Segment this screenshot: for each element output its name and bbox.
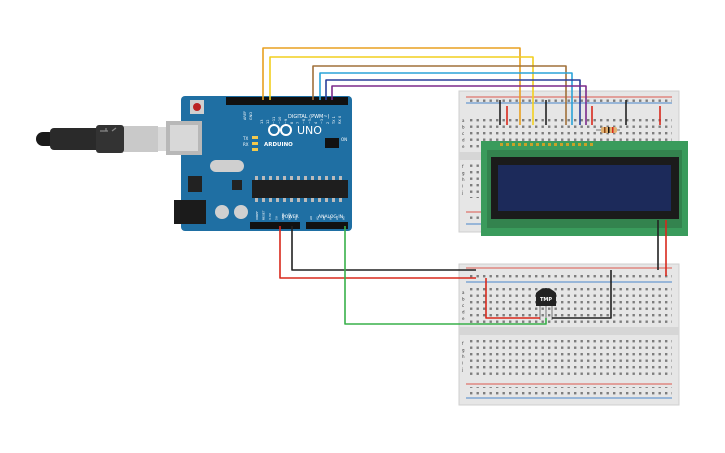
digital-pin-label: ~6 — [302, 119, 306, 124]
wire-lightblue[interactable] — [319, 72, 573, 125]
digital-pin-label: ~3 — [320, 119, 324, 124]
digital-pin-label: 13 — [260, 120, 264, 124]
power-pin-label: IOREF — [255, 211, 259, 220]
digital-header-label: DIGITAL (PWM~) — [288, 114, 330, 120]
wire-black-gnd[interactable] — [291, 226, 476, 271]
power-pin-label: 3.3V — [268, 212, 272, 220]
power-jack — [174, 200, 206, 224]
analog-pin-label: A0 — [309, 216, 313, 220]
row-label: h — [462, 177, 465, 182]
row-label: b — [462, 125, 465, 130]
capacitor — [234, 205, 248, 219]
crystal — [210, 160, 244, 172]
row-label: c — [462, 303, 464, 308]
on-label: ON — [341, 137, 347, 142]
digital-pin-label: 7 — [296, 122, 300, 124]
gnd-label: GND — [249, 112, 253, 120]
wires — [262, 47, 667, 325]
brand-label: ARDUINO — [264, 142, 293, 148]
row-label: g — [462, 348, 465, 353]
digital-header[interactable] — [226, 97, 348, 105]
power-pin-label: GND — [288, 212, 292, 220]
digital-pin-label: 8 — [290, 122, 294, 124]
analog-header[interactable] — [306, 222, 348, 229]
usb-cable — [36, 125, 180, 153]
atmega-chip — [252, 180, 348, 198]
arduino-uno-board[interactable]: UNO ARDUINO DIGITAL (PWM~) POWER ANALOG … — [166, 96, 352, 231]
wire-red-5v[interactable] — [279, 226, 476, 279]
wire-darkblue[interactable] — [325, 79, 581, 125]
power-pin-label: RESET — [262, 210, 266, 220]
row-label: e — [462, 144, 465, 149]
led-l — [252, 136, 258, 139]
wire-green-a0[interactable] — [344, 226, 547, 325]
row-label: b — [462, 297, 465, 302]
digital-pin-label: TX 1 — [332, 116, 336, 125]
aref-label: AREF — [243, 111, 247, 120]
wire-black-sensor[interactable] — [552, 270, 612, 319]
tx-label: TX — [242, 136, 248, 141]
analog-pin-label: A2 — [322, 216, 326, 220]
row-label: c — [462, 131, 464, 136]
digital-pin-label: ~11 — [272, 117, 276, 124]
rx-label: RX — [243, 142, 249, 147]
row-label: h — [462, 354, 465, 359]
row-label: g — [462, 171, 465, 176]
row-label: f — [462, 341, 464, 346]
wire-purple[interactable] — [331, 85, 587, 125]
wire-yellow[interactable] — [269, 56, 534, 125]
model-label: UNO — [297, 124, 322, 137]
row-label: i — [462, 361, 463, 366]
analog-pin-label: A1 — [316, 216, 320, 220]
wire-brown[interactable] — [312, 65, 567, 125]
row-label: j — [461, 190, 463, 195]
icsp-header — [325, 138, 339, 148]
analog-header-label: ANALOG IN — [318, 214, 343, 220]
power-pin-label: 5V — [275, 215, 279, 220]
row-label: a — [462, 118, 465, 123]
sensor-label: TMP — [540, 297, 552, 303]
digital-pin-label: ~5 — [308, 119, 312, 124]
digital-pin-label: 12 — [266, 120, 270, 124]
power-pin-label: GND — [281, 212, 285, 220]
row-label: a — [462, 290, 465, 295]
regulator-chip — [188, 176, 202, 192]
analog-pin-label: A5 — [342, 216, 346, 220]
analog-pin-label: A4 — [335, 216, 339, 220]
digital-pin-label: 4 — [314, 121, 318, 124]
digital-pin-label: ~9 — [284, 119, 288, 124]
power-header[interactable] — [250, 222, 300, 229]
digital-pin-label: 2 — [326, 122, 330, 124]
power-pin-label: Vin — [294, 215, 298, 220]
row-label: i — [462, 184, 463, 189]
row-label: d — [462, 310, 465, 315]
lcd-screen — [498, 165, 671, 211]
power-header-label: POWER — [282, 214, 299, 220]
row-label: d — [462, 138, 465, 143]
capacitor — [215, 205, 229, 219]
wire-red-sensor[interactable] — [485, 278, 540, 319]
digital-pin-label: ~10 — [278, 117, 282, 124]
row-label: e — [462, 316, 465, 321]
resistor[interactable] — [596, 127, 620, 133]
row-label: f — [462, 164, 464, 169]
row-label: j — [461, 367, 463, 372]
analog-pin-label: A3 — [329, 216, 333, 220]
arduino-logo — [268, 124, 292, 136]
digital-pin-label: RX 0 — [338, 116, 342, 124]
lcd-16x2-display[interactable] — [481, 141, 688, 236]
